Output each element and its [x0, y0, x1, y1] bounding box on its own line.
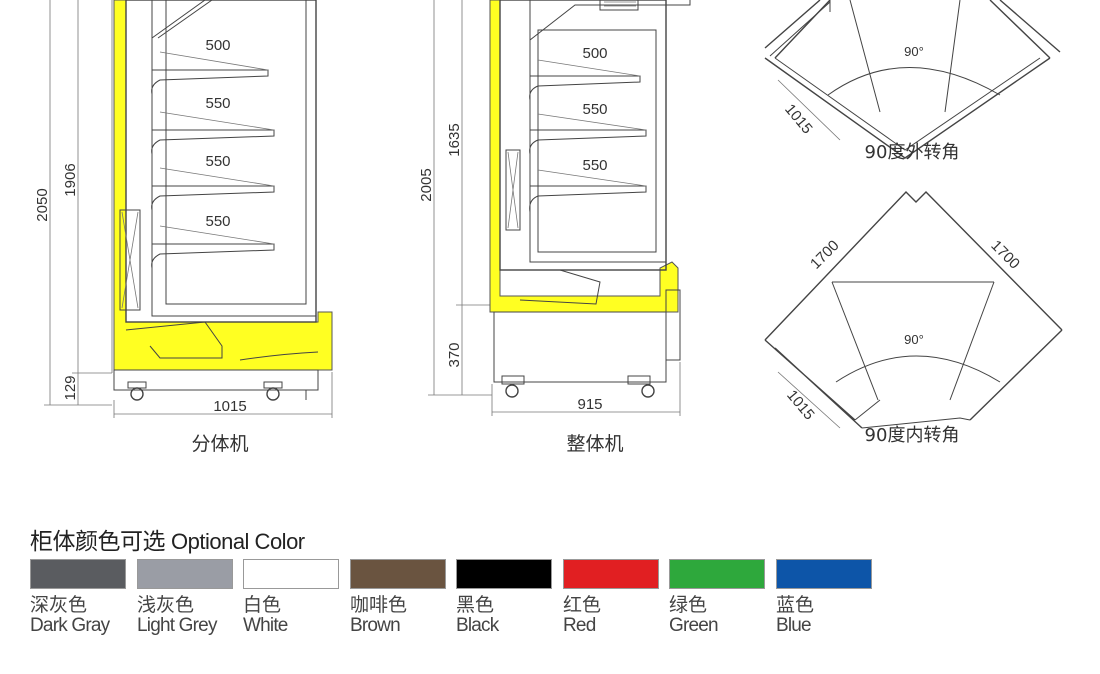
inner-corner-side-b: 1700	[987, 237, 1023, 273]
inner-corner-side-a: 1700	[807, 237, 843, 273]
inner-corner-caption: 90度内转角	[865, 425, 960, 446]
color-swatch[interactable]	[137, 559, 233, 589]
split-unit-caption: 分体机	[191, 433, 248, 455]
color-swatch[interactable]	[30, 559, 126, 589]
split-height-base: 129	[62, 375, 79, 400]
color-label-cn: 咖啡色	[350, 594, 408, 616]
color-label-en: Red	[563, 615, 596, 636]
integral-shelf-label-3: 550	[582, 157, 607, 174]
outer-corner-angle: 90°	[904, 44, 924, 59]
integral-height-base: 370	[446, 342, 463, 367]
split-height-upper: 1906	[62, 163, 79, 196]
color-label-cn: 黑色	[456, 594, 495, 616]
split-shelf-label-2: 550	[205, 95, 230, 112]
technical-drawings: 2050 1906 129 500 550 550 550	[34, 0, 1063, 455]
split-height-total: 2050	[34, 188, 51, 221]
integral-height-upper: 1635	[446, 123, 463, 156]
split-shelf-label-3: 550	[205, 153, 230, 170]
integral-width: 915	[577, 396, 602, 413]
split-shelf-label-4: 550	[205, 213, 230, 230]
outer-corner-depth: 1015	[781, 101, 815, 137]
outer-corner-diagram: 90° 1015 90度外转角	[764, 0, 1061, 163]
color-label-en: Light Grey	[137, 615, 217, 636]
split-width: 1015	[213, 398, 246, 415]
inner-corner-depth: 1015	[783, 387, 817, 423]
color-swatch[interactable]	[456, 559, 552, 589]
color-label-en: Green	[669, 615, 719, 636]
color-swatch[interactable]	[350, 559, 446, 589]
color-label-cn: 蓝色	[776, 594, 815, 616]
split-unit-diagram: 2050 1906 129 500 550 550 550	[34, 0, 333, 455]
color-label-en: Brown	[350, 615, 401, 636]
color-label-cn: 绿色	[669, 594, 708, 616]
integral-unit-diagram: 2005 1635 370 500 550 550	[418, 0, 691, 455]
integral-shelf-label-2: 550	[582, 101, 607, 118]
color-swatch[interactable]	[563, 559, 659, 589]
color-label-cn: 白色	[243, 594, 282, 616]
integral-unit-caption: 整体机	[566, 433, 623, 455]
color-label-cn: 深灰色	[30, 594, 88, 616]
integral-height-total: 2005	[418, 168, 435, 201]
color-label-en: White	[243, 615, 288, 636]
color-heading-cn: 柜体颜色可选	[30, 529, 166, 555]
color-heading-en: Optional Color	[171, 529, 305, 554]
color-label-en: Black	[456, 615, 499, 636]
color-label-cn: 红色	[563, 594, 602, 616]
split-shelf-label-1: 500	[205, 37, 230, 54]
color-label-en: Blue	[776, 615, 812, 636]
inner-corner-diagram: 90° 1700 1700 1015 90度内转角	[764, 190, 1063, 446]
color-swatch[interactable]	[243, 559, 339, 589]
color-swatch[interactable]	[776, 559, 872, 589]
color-label-en: Dark Gray	[30, 615, 110, 636]
color-swatch[interactable]	[669, 559, 765, 589]
integral-shelf-label-1: 500	[582, 45, 607, 62]
inner-corner-angle: 90°	[904, 332, 924, 347]
outer-corner-caption: 90度外转角	[865, 142, 960, 163]
color-label-cn: 浅灰色	[137, 594, 195, 616]
